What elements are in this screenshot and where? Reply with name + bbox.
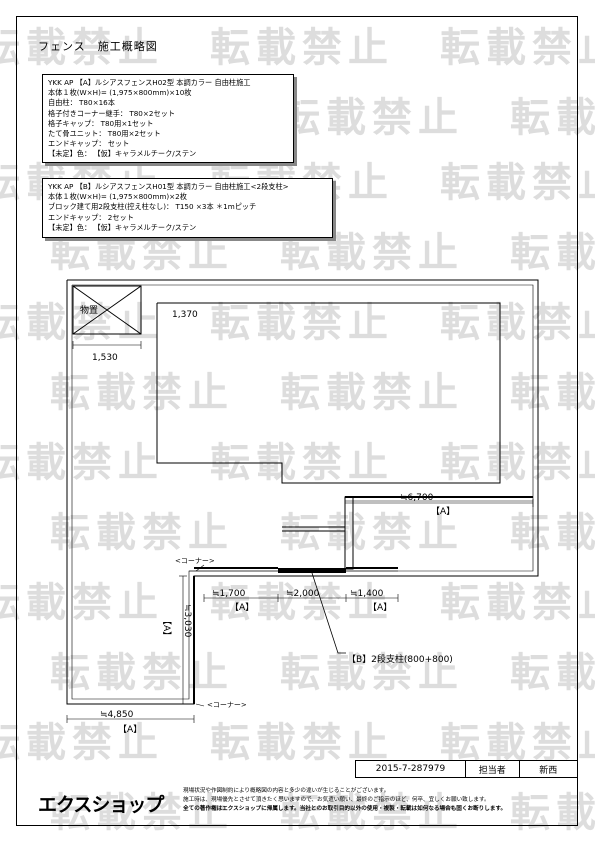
- spec-b-line: YKK AP 【B】ルシアスフェンスH01型 本調カラー 自由柱施工<2段支柱>: [48, 182, 289, 191]
- storage-label: 物置: [80, 304, 98, 316]
- page-title: フェンス 施工概略図: [38, 40, 158, 53]
- company-logo: エクスショップ: [38, 794, 164, 816]
- dim-1700: ≒1,700: [212, 589, 246, 599]
- dim-4850: ≒4,850: [100, 710, 134, 720]
- spec-box-b: YKK AP 【B】ルシアスフェンスH01型 本調カラー 自由柱施工<2段支柱>…: [42, 178, 333, 238]
- label-a-top: 【A】: [431, 506, 455, 517]
- spec-box-a: YKK AP 【A】ルシアスフェンスH02型 本調カラー 自由柱施工 本体１枚(…: [42, 74, 294, 163]
- label-a-bottom: 【A】: [118, 724, 142, 735]
- dim-1530: 1,530: [92, 353, 118, 363]
- dim-6700: ≒6,700: [400, 493, 434, 503]
- spec-a-line: 本体１枚(W×H)= (1,975×800mm)×10枚: [48, 88, 192, 98]
- spec-a-line: 格子キャップ： T80用×1セット: [48, 118, 154, 128]
- dim-1370: 1,370: [172, 310, 198, 320]
- label-a-left: 【A】: [161, 616, 172, 640]
- dim-1400: ≒1,400: [350, 589, 384, 599]
- title-block: 2015-7-287979 担当者 新西: [355, 760, 578, 778]
- label-a-front-left: 【A】: [230, 602, 254, 613]
- doc-number: 2015-7-287979: [356, 761, 466, 777]
- spec-a-line: たて骨ユニット： T80用×2セット: [48, 129, 161, 139]
- spec-b-line: ブロック建て用2段支柱(控え柱なし)： T150 ×3本 ＊1mピッチ: [48, 202, 257, 212]
- callout-b: 【B】2段支柱(800+800): [347, 653, 453, 665]
- spec-a-line: 自由柱： T80×16本: [48, 98, 115, 108]
- spec-b-line: エンドキャップ： 2セット: [48, 212, 134, 222]
- spec-a-line: 【未定】色： 【仮】キャラメルチーク/ステン: [48, 149, 197, 159]
- label-a-front-right: 【A】: [368, 602, 392, 613]
- lot-boundary: [66, 279, 539, 705]
- step-block: [344, 496, 354, 570]
- note-line: 現場状況や作図制約により概略図の内容と多少の違いが生じることがございます。: [183, 788, 390, 794]
- spec-a-line: YKK AP 【A】ルシアスフェンスH02型 本調カラー 自由柱施工: [48, 78, 251, 87]
- callout-leader: [311, 572, 346, 654]
- role-label: 担当者: [466, 761, 520, 777]
- spec-a-line: エンドキャップ： セット: [48, 139, 130, 149]
- corner-label-bottom: <コーナー>: [207, 701, 247, 709]
- house-outline: [156, 302, 501, 484]
- storage-box: [72, 285, 142, 335]
- spec-b-line: 本体１枚(W×H)= (1,975×800mm)×2枚: [48, 192, 187, 202]
- note-line: 全ての著作権はエクスショップに帰属します。当社とのお取引目的以外の使用・複製・転…: [183, 806, 507, 812]
- corner-label-top: <コーナー>: [175, 557, 215, 565]
- footer-notes: 現場状況や作図制約により概略図の内容と多少の違いが生じることがございます。 施工…: [183, 787, 506, 814]
- person-name: 新西: [539, 765, 558, 776]
- spec-a-line: 格子付きコーナー継手： T80×2セット: [48, 108, 176, 118]
- dim-3030: ≒3,030: [182, 604, 192, 638]
- drawing-sheet: [16, 16, 578, 826]
- dim-2000: ≒2,000: [286, 589, 320, 599]
- fence-b-segment: [278, 568, 346, 573]
- note-line: 施工時は、現場優先とさせて頂きたく思いますので、お気遣い願い、最終のご指示のほど…: [183, 797, 490, 803]
- spec-b-line: 【未定】色： 【仮】キャラメルチーク/ステン: [48, 222, 197, 232]
